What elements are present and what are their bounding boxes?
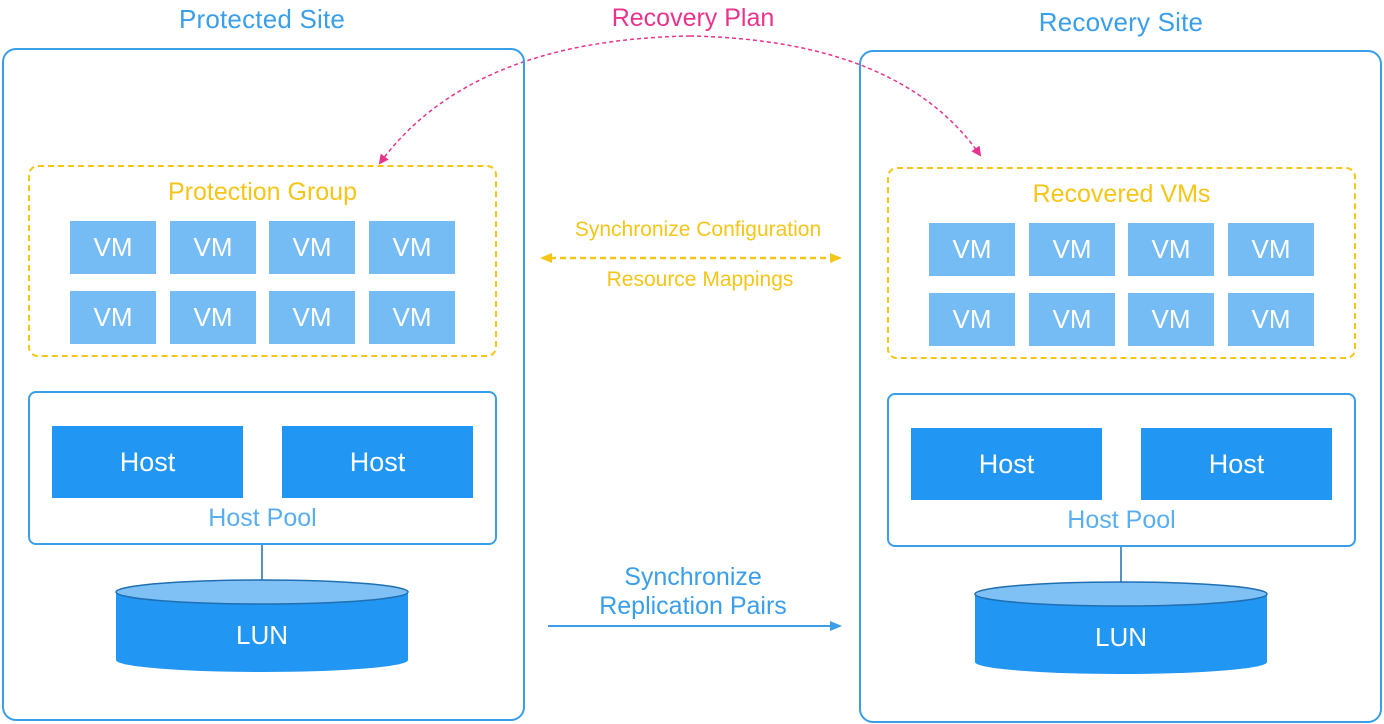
recovered-vms-title: Recovered VMs <box>1032 180 1211 208</box>
recovery-plan-arrow-right <box>689 35 982 157</box>
recovery-plan-arrow-left <box>378 35 691 165</box>
recovery-lun-cylinder <box>974 581 1268 674</box>
protected-site-container <box>2 48 525 721</box>
protected-lun-cylinder <box>115 579 409 672</box>
protection-group-box <box>28 165 497 357</box>
recovered-vm: VM <box>929 223 1015 276</box>
recovered-vms-box <box>887 167 1356 359</box>
sync-replication-label-line1: Synchronize <box>624 563 762 591</box>
recovery-lun-label: LUN <box>1094 622 1147 652</box>
protected-host-pool-label: Host Pool <box>208 504 317 532</box>
recovery-site-container <box>859 50 1382 723</box>
protected-vm: VM <box>70 221 156 274</box>
recovered-vm: VM <box>1029 223 1115 276</box>
protected-vm: VM <box>70 291 156 344</box>
recovered-vm: VM <box>1029 293 1115 346</box>
recovery-plan-label: Recovery Plan <box>611 4 775 32</box>
protected-vm: VM <box>269 221 355 274</box>
recovered-vm: VM <box>1228 293 1314 346</box>
resource-mappings-label: Resource Mappings <box>606 268 794 291</box>
recovery-site-title: Recovery Site <box>1038 7 1204 37</box>
protected-host: Host <box>52 426 243 498</box>
recovered-vm: VM <box>929 293 1015 346</box>
protected-host: Host <box>282 426 473 498</box>
protected-vm: VM <box>269 291 355 344</box>
recovery-host-pool-label: Host Pool <box>1067 506 1176 534</box>
protected-vm: VM <box>369 221 455 274</box>
protected-vm: VM <box>369 291 455 344</box>
protected-site-title: Protected Site <box>178 4 346 34</box>
recovery-host: Host <box>1141 428 1332 500</box>
recovered-vm: VM <box>1128 223 1214 276</box>
protected-lun-label: LUN <box>235 620 288 650</box>
protected-vm: VM <box>170 291 256 344</box>
recovered-vm: VM <box>1228 223 1314 276</box>
recovered-vm: VM <box>1128 293 1214 346</box>
protected-vm: VM <box>170 221 256 274</box>
protected-host-pool-box <box>28 391 497 545</box>
sync-replication-label-line2: Replication Pairs <box>599 592 787 620</box>
recovery-host: Host <box>911 428 1102 500</box>
protection-group-title: Protection Group <box>168 178 357 206</box>
recovery-host-pool-box <box>887 393 1356 547</box>
sync-config-label: Synchronize Configuration <box>574 218 822 241</box>
